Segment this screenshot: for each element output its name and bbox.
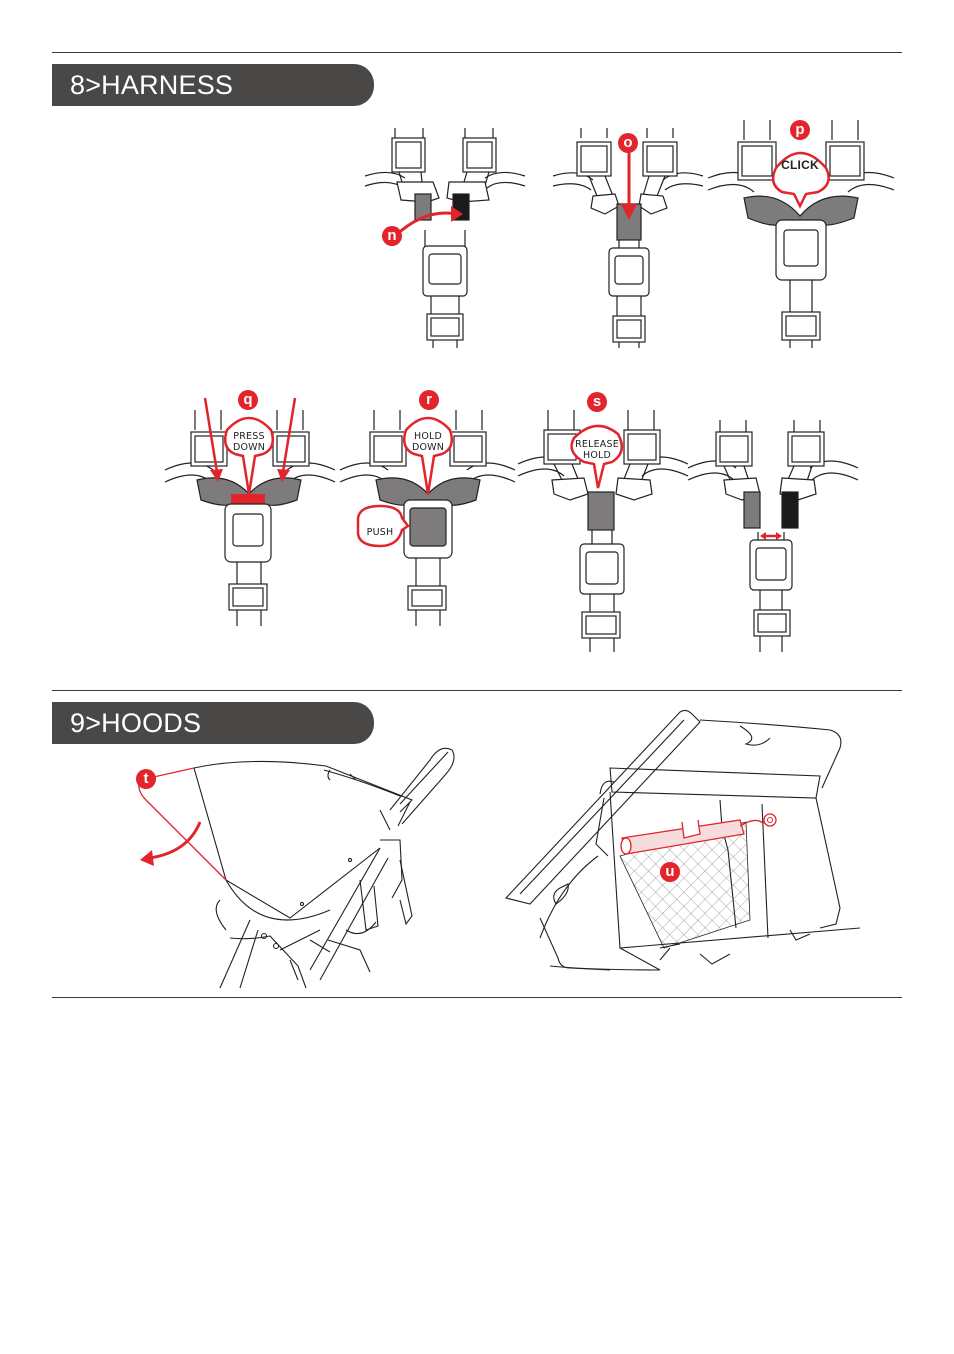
buckle-illustration-s	[517, 410, 689, 652]
step-badge-q: q	[238, 390, 258, 410]
harness-figure-n: n	[364, 128, 526, 348]
press-down-callout: PRESS DOWN	[232, 431, 266, 453]
hood-figure-right: u	[500, 708, 861, 978]
harness-figure-o: o	[552, 128, 704, 348]
harness-figure-s: RELEASE HOLD s	[517, 390, 689, 652]
step-badge-o: o	[618, 133, 638, 153]
push-callout: PUSH	[366, 527, 394, 538]
hood-figure-left: t	[130, 740, 460, 990]
buckle-illustration-release	[687, 420, 859, 652]
top-rule	[52, 52, 902, 53]
buckle-illustration-p	[707, 120, 895, 348]
bottom-rule	[52, 997, 902, 998]
step-badge-n: n	[382, 226, 402, 246]
buckle-illustration-o	[552, 128, 704, 348]
step-badge-s: s	[587, 392, 607, 412]
harness-figure-q: PRESS DOWN q	[164, 390, 336, 630]
hold-down-callout: HOLD DOWN	[411, 431, 445, 453]
step-badge-r: r	[419, 390, 439, 410]
step-badge-u: u	[660, 862, 680, 882]
buckle-illustration-r	[339, 410, 516, 626]
harness-section-title: 8>HARNESS	[52, 64, 374, 106]
stroller-basket-illustration	[504, 709, 861, 971]
step-badge-p: p	[790, 120, 810, 140]
harness-figure-r: HOLD DOWN PUSH r	[339, 390, 516, 630]
buckle-illustration-q	[164, 397, 336, 626]
step-badge-t: t	[136, 769, 156, 789]
harness-figure-p: CLICK p	[707, 120, 895, 348]
stroller-hood-illustration	[138, 747, 455, 989]
hoods-section-title: 9>HOODS	[52, 702, 374, 744]
mid-rule	[52, 690, 902, 691]
click-callout: CLICK	[781, 158, 819, 172]
harness-figure-release	[687, 420, 859, 652]
release-hold-callout: RELEASE HOLD	[575, 439, 619, 461]
buckle-illustration-n	[364, 128, 526, 348]
